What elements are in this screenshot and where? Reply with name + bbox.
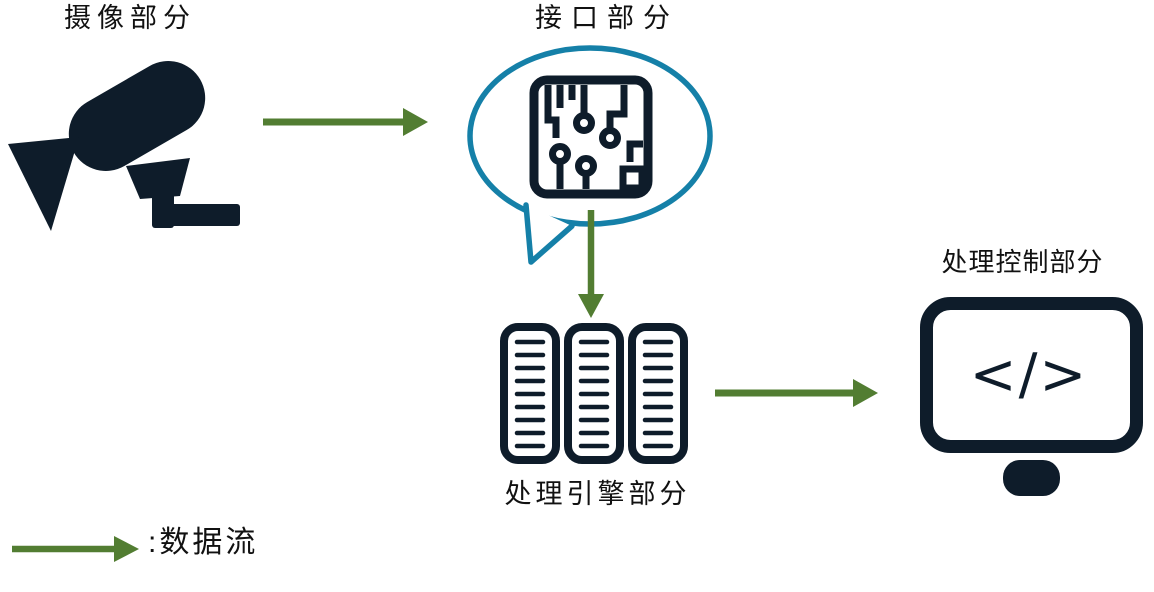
legend-label: :数据流 (148, 526, 259, 559)
legend-data-flow-arrow (12, 536, 139, 562)
interface-section-label: 接口部分 (535, 3, 679, 33)
control-section-label: 处理控制部分 (941, 247, 1104, 277)
data-flow-arrow-interface-to-engine (578, 210, 604, 318)
circuit-board-icon (529, 75, 653, 199)
code-glyph: </> (970, 343, 1089, 408)
monitor-code-icon: </> (920, 297, 1143, 496)
data-flow-arrow-engine-to-control (715, 379, 878, 407)
cctv-camera-icon (8, 61, 240, 231)
engine-section-label: 处理引擎部分 (504, 479, 691, 509)
camera-section-label: 摄像部分 (64, 3, 196, 33)
server-stack-icon (500, 323, 688, 464)
data-flow-arrow-camera-to-interface (263, 108, 428, 136)
